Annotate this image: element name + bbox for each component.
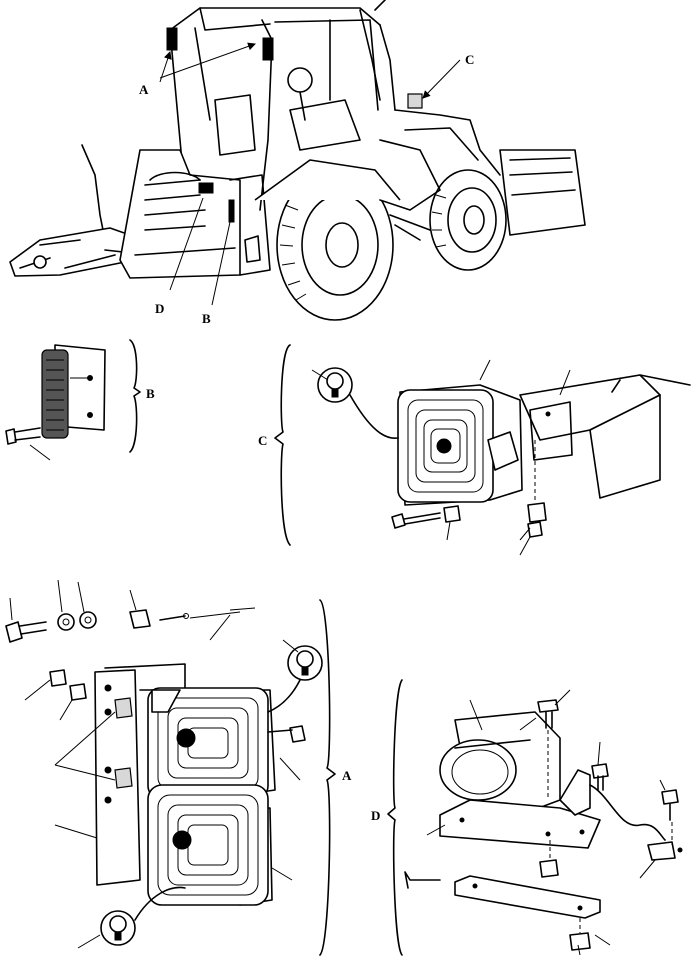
d-nut bbox=[539, 859, 559, 878]
d-bottom-nut bbox=[569, 932, 591, 951]
detail-a-bracket bbox=[319, 599, 336, 956]
lamp-base-nut bbox=[527, 521, 543, 538]
detail-d-bracket bbox=[387, 679, 403, 956]
rear-body bbox=[119, 149, 271, 279]
rear-work-lamp-right bbox=[262, 37, 274, 61]
detail-c-bracket bbox=[274, 344, 291, 546]
rear-work-lamp-left bbox=[166, 27, 178, 51]
reflector-screw-head bbox=[5, 428, 17, 445]
a-flat-washer bbox=[79, 611, 97, 629]
a-lower-bulb-icon bbox=[100, 910, 136, 946]
detail-b-label: B bbox=[146, 386, 155, 401]
lamp-mount-bolt bbox=[391, 513, 406, 529]
callout-a-label: A bbox=[139, 82, 149, 97]
detail-b-reflector: B bbox=[5, 339, 155, 461]
detail-b-bracket bbox=[129, 339, 141, 453]
a-bolt bbox=[5, 621, 23, 643]
a-upper-bulb-icon bbox=[287, 645, 323, 681]
callout-a-leader-1 bbox=[159, 42, 256, 79]
detail-c-label: C bbox=[258, 433, 267, 448]
front-wheel bbox=[429, 169, 507, 271]
lamp-bulb-icon bbox=[317, 367, 353, 403]
detail-c-front-lamp: C bbox=[258, 344, 691, 556]
detail-a-label: A bbox=[342, 768, 352, 783]
callout-d-leader bbox=[169, 197, 204, 291]
a-lock-washer bbox=[57, 613, 75, 631]
callout-a-leader-2 bbox=[159, 51, 172, 83]
detail-d-license-lamp: D bbox=[371, 679, 683, 956]
callout-c-leader bbox=[422, 59, 461, 99]
lamp-washer bbox=[527, 502, 547, 523]
detail-d-label: D bbox=[371, 808, 380, 823]
loader-bucket bbox=[379, 93, 586, 241]
a-lamp-screw bbox=[289, 725, 306, 743]
d-base-plate bbox=[439, 799, 601, 849]
callout-b-label: B bbox=[202, 311, 211, 326]
rear-wheel bbox=[254, 159, 401, 321]
d-connector bbox=[647, 841, 676, 861]
reflector-plate bbox=[41, 349, 69, 439]
backhoe-loader-overview: A C D B bbox=[9, 0, 586, 326]
detail-a-rear-lamps: A bbox=[5, 579, 352, 956]
rear-combination-lamp bbox=[198, 182, 214, 194]
d-lamp-lens bbox=[439, 739, 517, 801]
a-side-nut-1 bbox=[49, 669, 67, 687]
a-top-nut bbox=[129, 609, 151, 629]
lamp-mount-nut bbox=[443, 505, 461, 523]
a-lower-lamp-lens bbox=[147, 784, 269, 906]
callout-b-leader bbox=[211, 221, 231, 306]
lamp-lens-rings bbox=[407, 399, 484, 493]
a-side-nut-2 bbox=[69, 683, 87, 701]
d-support-strap bbox=[454, 875, 601, 919]
callout-d-label: D bbox=[155, 301, 164, 316]
callout-c-label: C bbox=[465, 52, 474, 67]
